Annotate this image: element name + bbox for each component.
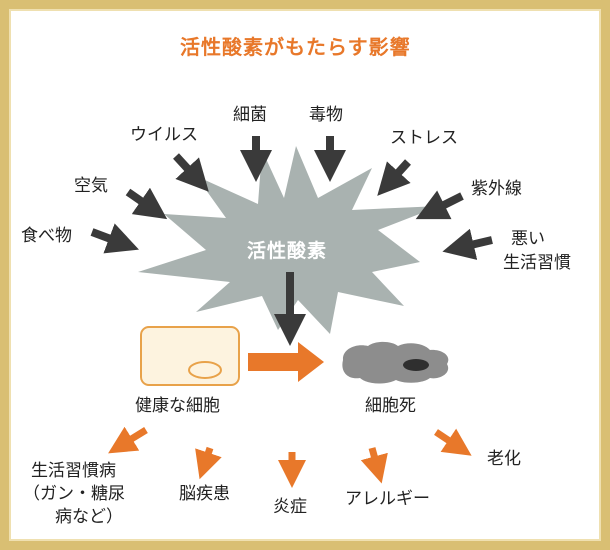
effect-lifestyle-disease: 生活習慣病 xyxy=(31,461,116,481)
arrow-brain-disease xyxy=(195,446,222,480)
arrow-food xyxy=(90,223,139,254)
cell-death-label: 細胞死 xyxy=(365,396,416,416)
effect-allergy: アレルギー xyxy=(345,489,430,509)
cause-stress: ストレス xyxy=(390,128,458,148)
diagram-title: 活性酸素がもたらす影響 xyxy=(180,35,411,59)
arrow-stress xyxy=(377,159,411,196)
center-label: 活性酸素 xyxy=(247,240,328,262)
reactive-oxygen-burst xyxy=(138,146,440,334)
arrow-air xyxy=(125,187,168,220)
cause-food: 食べ物 xyxy=(21,226,72,246)
cause-bacteria: 細菌 xyxy=(233,105,267,125)
arrow-virus xyxy=(173,153,209,192)
effect-inflammation: 炎症 xyxy=(273,497,307,517)
dead-cell-nucleus xyxy=(403,359,429,371)
arrow-uv xyxy=(415,190,464,220)
diagram-art xyxy=(90,136,493,488)
cause-poison: 毒物 xyxy=(309,105,343,125)
effect-aging: 老化 xyxy=(487,449,521,469)
cause-air: 空気 xyxy=(74,176,108,196)
arrow-lifestyle-disease xyxy=(108,426,148,454)
cause-uv: 紫外線 xyxy=(471,179,522,199)
arrow-lifestyle xyxy=(442,228,493,260)
effect-lifestyle-disease-note2: 病など） xyxy=(55,507,123,527)
cause-virus: ウイルス xyxy=(130,125,198,145)
healthy-cell-shape xyxy=(140,326,240,386)
dead-cell-shape xyxy=(342,341,449,384)
arrow-healthy-to-death xyxy=(248,342,324,382)
cause-bad: 悪い xyxy=(511,229,545,249)
healthy-cell-nucleus xyxy=(188,361,222,379)
effect-brain-disease: 脳疾患 xyxy=(179,484,230,504)
healthy-cell-label: 健康な細胞 xyxy=(135,396,220,416)
effect-lifestyle-disease-note1: （ガン・糖尿 xyxy=(23,484,125,504)
arrow-allergy xyxy=(360,447,388,484)
arrow-aging xyxy=(434,428,472,456)
cause-lifestyle: 生活習慣 xyxy=(503,253,571,273)
